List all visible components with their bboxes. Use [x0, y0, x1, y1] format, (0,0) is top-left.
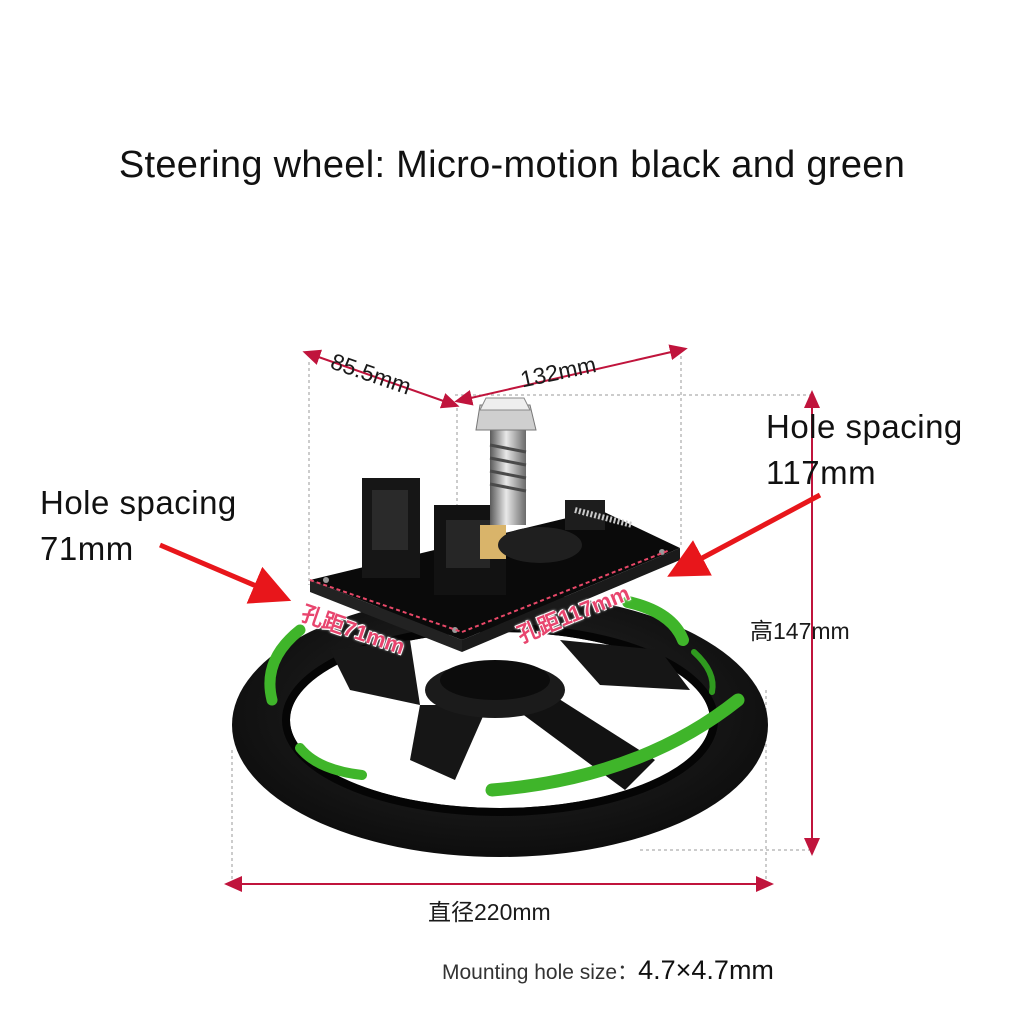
hole-spacing-callout-left: Hole spacing 71mm — [40, 480, 237, 572]
dimension-label-diameter: 直径220mm — [428, 899, 551, 925]
hole-spacing-callout-right: Hole spacing 117mm — [766, 404, 963, 496]
mounting-hole-label: Mounting hole size： — [442, 961, 639, 984]
page-title: Steering wheel: Micro-motion black and g… — [118, 144, 906, 186]
mounting-hole-value: 4.7×4.7mm — [638, 955, 774, 985]
mounting-hole-note: Mounting hole size：4.7×4.7mm — [442, 955, 774, 986]
callout-right-line2: 117mm — [766, 454, 877, 491]
steering-wheel — [232, 593, 768, 857]
callout-left-line1: Hole spacing — [40, 484, 237, 521]
dimension-label-height: 高147mm — [750, 618, 850, 644]
dimension-lines — [224, 344, 820, 892]
hole-spacing-overlay-lines — [309, 549, 671, 633]
microswitch-mechanism — [362, 478, 633, 595]
callout-left-line2: 71mm — [40, 530, 134, 567]
callout-right-line1: Hole spacing — [766, 408, 963, 445]
callout-arrows — [159, 492, 822, 604]
